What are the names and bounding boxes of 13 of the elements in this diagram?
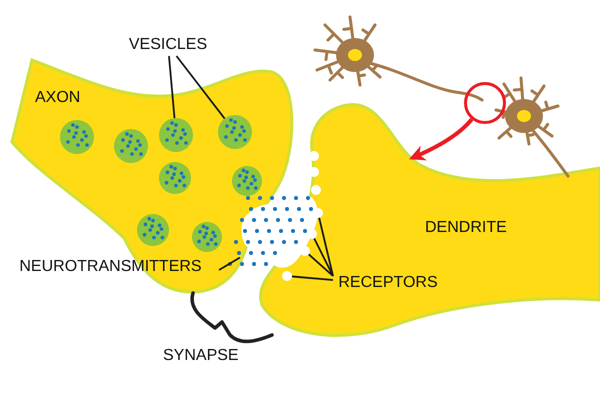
synapse-label: SYNAPSE: [163, 347, 239, 365]
part-label: AXON: [35, 88, 80, 108]
leader-line: [176, 55, 226, 120]
leader-line: [218, 256, 240, 271]
callout-label: VESICLES: [126, 34, 210, 56]
leader-line: [318, 218, 334, 276]
part-label: DENDRITE: [425, 218, 507, 238]
arrow: [409, 118, 474, 160]
leader-line: [292, 276, 334, 281]
leader-line: [308, 254, 334, 277]
leader-line: [168, 56, 176, 118]
callout-label: RECEPTORS: [335, 272, 441, 294]
leader-line: [313, 238, 334, 276]
